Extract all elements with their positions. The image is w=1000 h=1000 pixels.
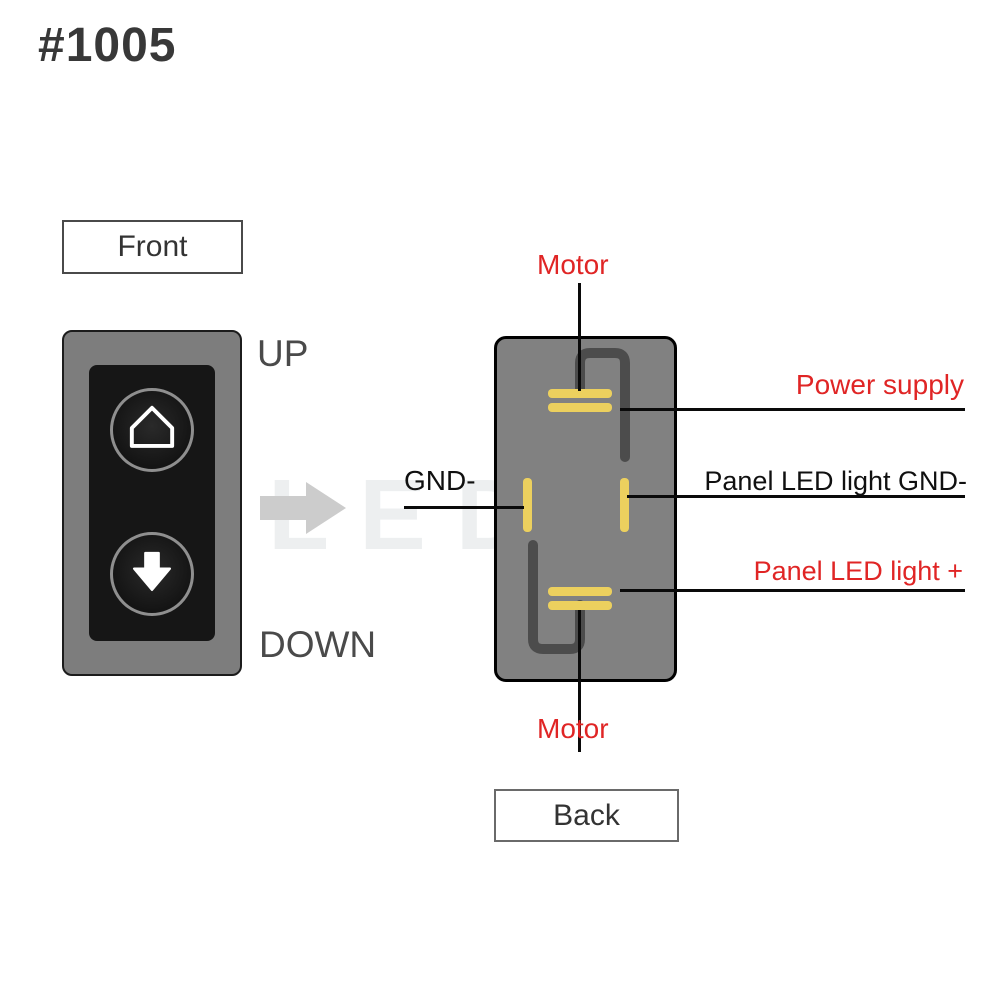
motor-top-wire — [578, 283, 581, 391]
gnd-wire — [404, 506, 524, 509]
panel-led-plus-wire — [620, 589, 965, 592]
down-arrow-icon — [124, 544, 180, 605]
motor-bottom-wire — [578, 610, 581, 752]
up-label: UP — [257, 333, 309, 374]
led-gnd-terminal — [620, 478, 629, 532]
front-label-box: Front — [62, 220, 243, 274]
front-to-back-arrow-icon — [260, 480, 348, 541]
power-supply-wire — [620, 408, 965, 411]
down-label: DOWN — [259, 624, 377, 665]
panel-led-gnd-label: Panel LED light GND- — [704, 466, 967, 496]
gnd-label: GND- — [404, 465, 476, 496]
front-switch-body — [62, 330, 242, 676]
back-label: Back — [553, 798, 620, 832]
motor-bottom-label: Motor — [537, 713, 609, 744]
back-label-box: Back — [494, 789, 679, 842]
motor-top-label: Motor — [537, 249, 609, 280]
motor-bottom-terminal-bar2 — [548, 601, 612, 610]
panel-led-gnd-wire — [627, 495, 965, 498]
front-label: Front — [117, 230, 188, 263]
power-supply-label: Power supply — [795, 369, 964, 400]
motor-bottom-terminal-bar1 — [548, 587, 612, 596]
rocker-panel — [89, 365, 215, 641]
up-arrow-icon — [124, 400, 180, 461]
down-button — [110, 532, 194, 616]
gnd-terminal — [523, 478, 532, 532]
motor-top-terminal-bar1 — [548, 389, 612, 398]
panel-led-plus-label: Panel LED light + — [753, 556, 963, 586]
product-number-title: #1005 — [38, 19, 177, 72]
up-button — [110, 388, 194, 472]
motor-top-terminal-bar2 — [548, 403, 612, 412]
back-switch-body — [494, 336, 677, 682]
